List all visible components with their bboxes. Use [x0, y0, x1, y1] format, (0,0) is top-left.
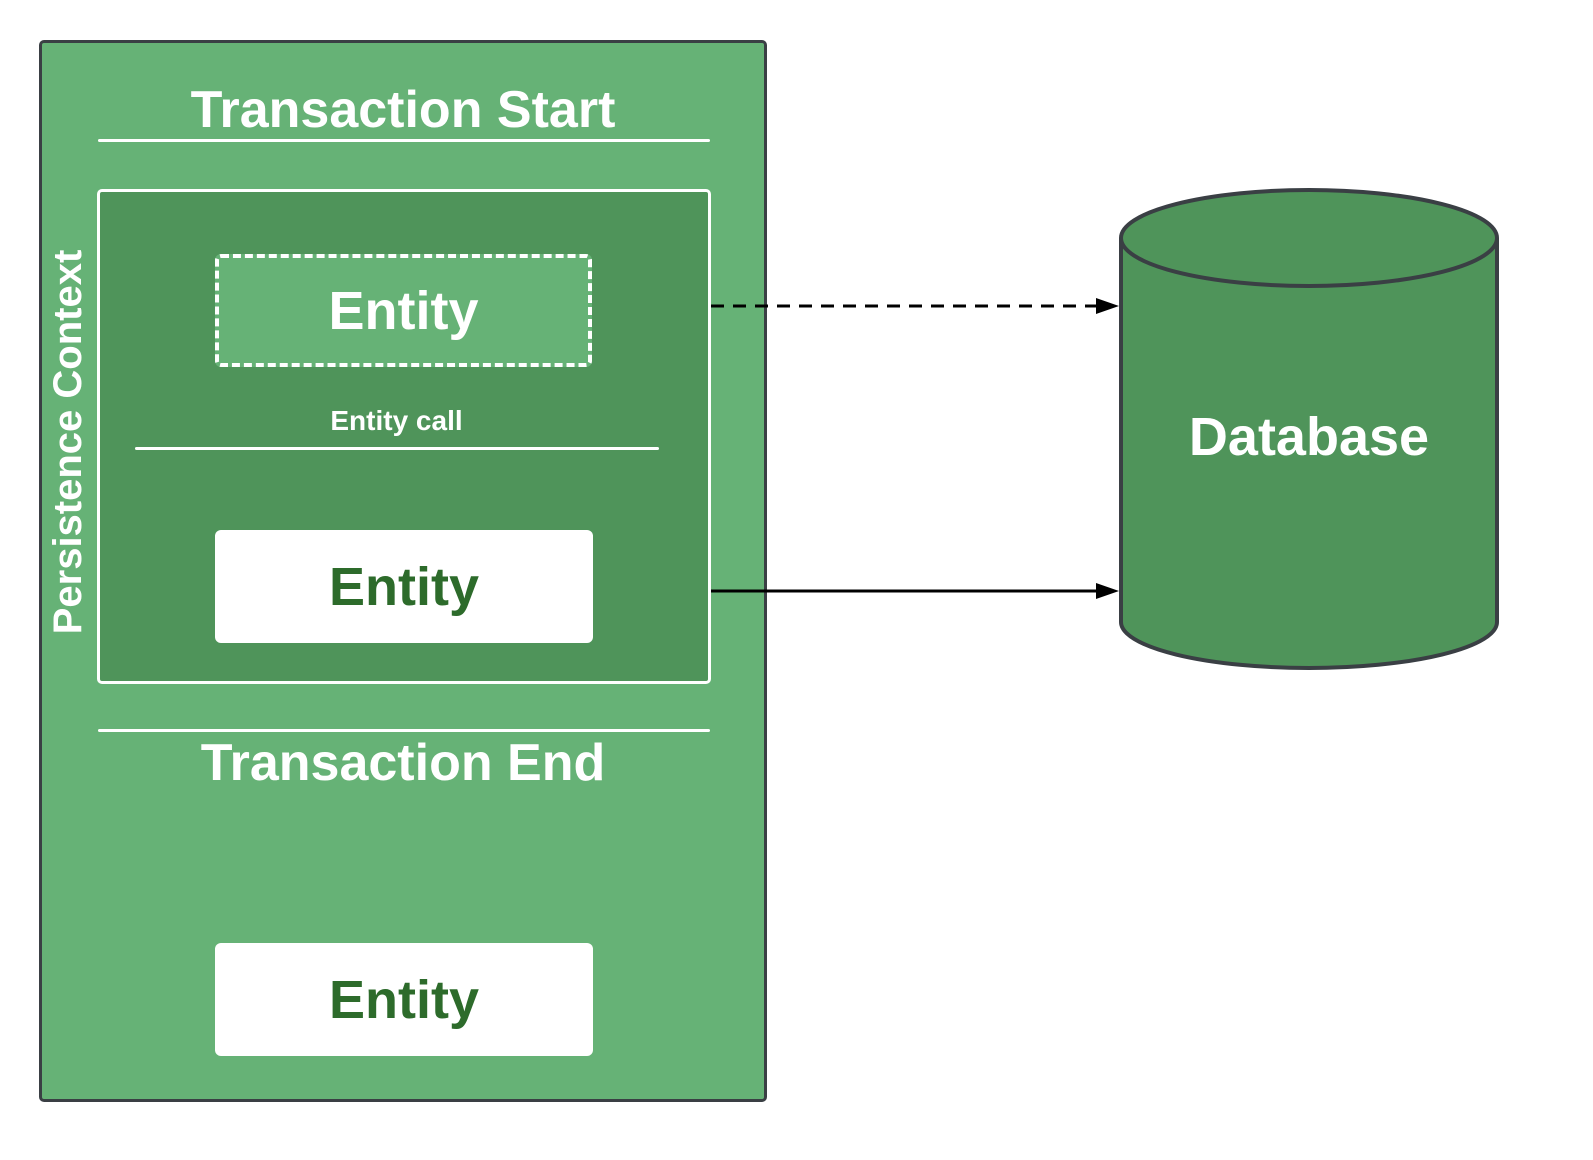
transaction-start-divider: [98, 139, 710, 142]
solid-arrow-head: [1096, 583, 1119, 599]
transaction-end-label: Transaction End: [200, 734, 606, 792]
entity-label: Entity: [328, 280, 479, 341]
persistence-context-label: Persistence Context: [46, 249, 90, 635]
dashed-arrow-head: [1096, 298, 1119, 314]
entity-box-detached[interactable]: Entity: [215, 254, 592, 367]
entity-label: Entity: [328, 969, 479, 1030]
transaction-start-label: Transaction Start: [190, 81, 616, 139]
database-label: Database: [1188, 407, 1430, 467]
entity-call-divider: [135, 447, 659, 450]
entity-box-after-transaction[interactable]: Entity: [215, 943, 593, 1056]
transaction-end-divider: [98, 729, 710, 732]
entity-box-managed[interactable]: Entity: [215, 530, 593, 643]
entity-label: Entity: [328, 556, 479, 617]
entity-call-label: Entity call: [330, 405, 463, 436]
